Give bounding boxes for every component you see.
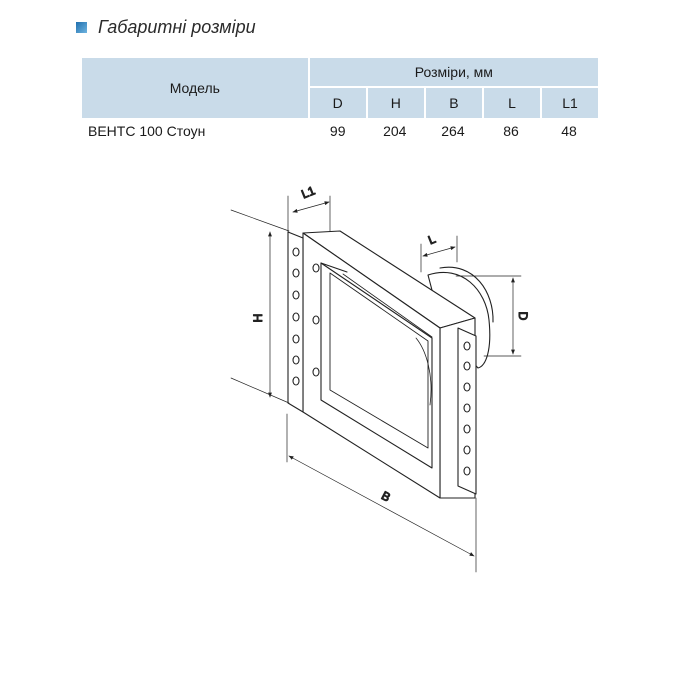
column-header-l: L <box>482 88 540 118</box>
column-header-d: D <box>309 88 366 118</box>
value-cell-h: 204 <box>383 123 407 139</box>
mounting-hole-icon <box>292 268 300 278</box>
mounting-hole-icon <box>292 355 300 365</box>
value-cell-l: 86 <box>503 123 519 139</box>
dimension-label-h: H <box>251 314 265 323</box>
left-mounting-flange <box>287 231 304 413</box>
mounting-hole-icon <box>463 424 471 434</box>
screw-icon <box>312 263 320 273</box>
value-cell-d: 99 <box>329 123 346 139</box>
column-header-h: H <box>365 88 424 118</box>
mounting-hole-icon <box>463 341 471 351</box>
value-cell-b: 264 <box>441 123 465 139</box>
right-mounting-flange <box>457 327 477 495</box>
square-bullet-icon <box>76 21 87 33</box>
section-title: Габаритні розміри <box>98 16 256 37</box>
front-grille-screws <box>312 263 320 377</box>
column-header-l1: L1 <box>539 88 598 118</box>
sizes-column-header: Розміри, мм <box>309 58 598 88</box>
screw-icon <box>312 367 320 377</box>
mounting-hole-icon <box>292 247 300 257</box>
table-row: ВЕНТС 100 Стоун 99 204 264 86 48 <box>82 118 598 144</box>
mounting-hole-icon <box>292 376 300 386</box>
dimension-label-d: D <box>516 312 530 321</box>
model-name-cell: ВЕНТС 100 Стоун <box>88 123 206 139</box>
column-header-b: B <box>423 88 482 118</box>
value-cell-l1: 48 <box>561 123 577 139</box>
dimension-lines <box>230 195 522 573</box>
dimensions-table: Модель Розміри, мм D H B L L1 ВЕНТС 100 … <box>82 58 598 144</box>
mounting-hole-icon <box>463 403 471 413</box>
mounting-hole-icon <box>463 445 471 455</box>
section-heading: Габаритні розміри <box>76 14 256 40</box>
model-column-header: Модель <box>82 58 310 118</box>
box-housing <box>302 230 476 499</box>
mounting-hole-icon <box>292 290 300 300</box>
mounting-hole-icon <box>292 334 300 344</box>
mounting-hole-icon <box>292 312 300 322</box>
screw-icon <box>312 315 320 325</box>
mounting-hole-icon <box>463 382 471 392</box>
mounting-hole-icon <box>463 361 471 371</box>
dimension-label-l: L <box>426 232 438 248</box>
dimension-label-b: B <box>379 488 393 504</box>
dimension-label-l1: L1 <box>299 183 317 201</box>
